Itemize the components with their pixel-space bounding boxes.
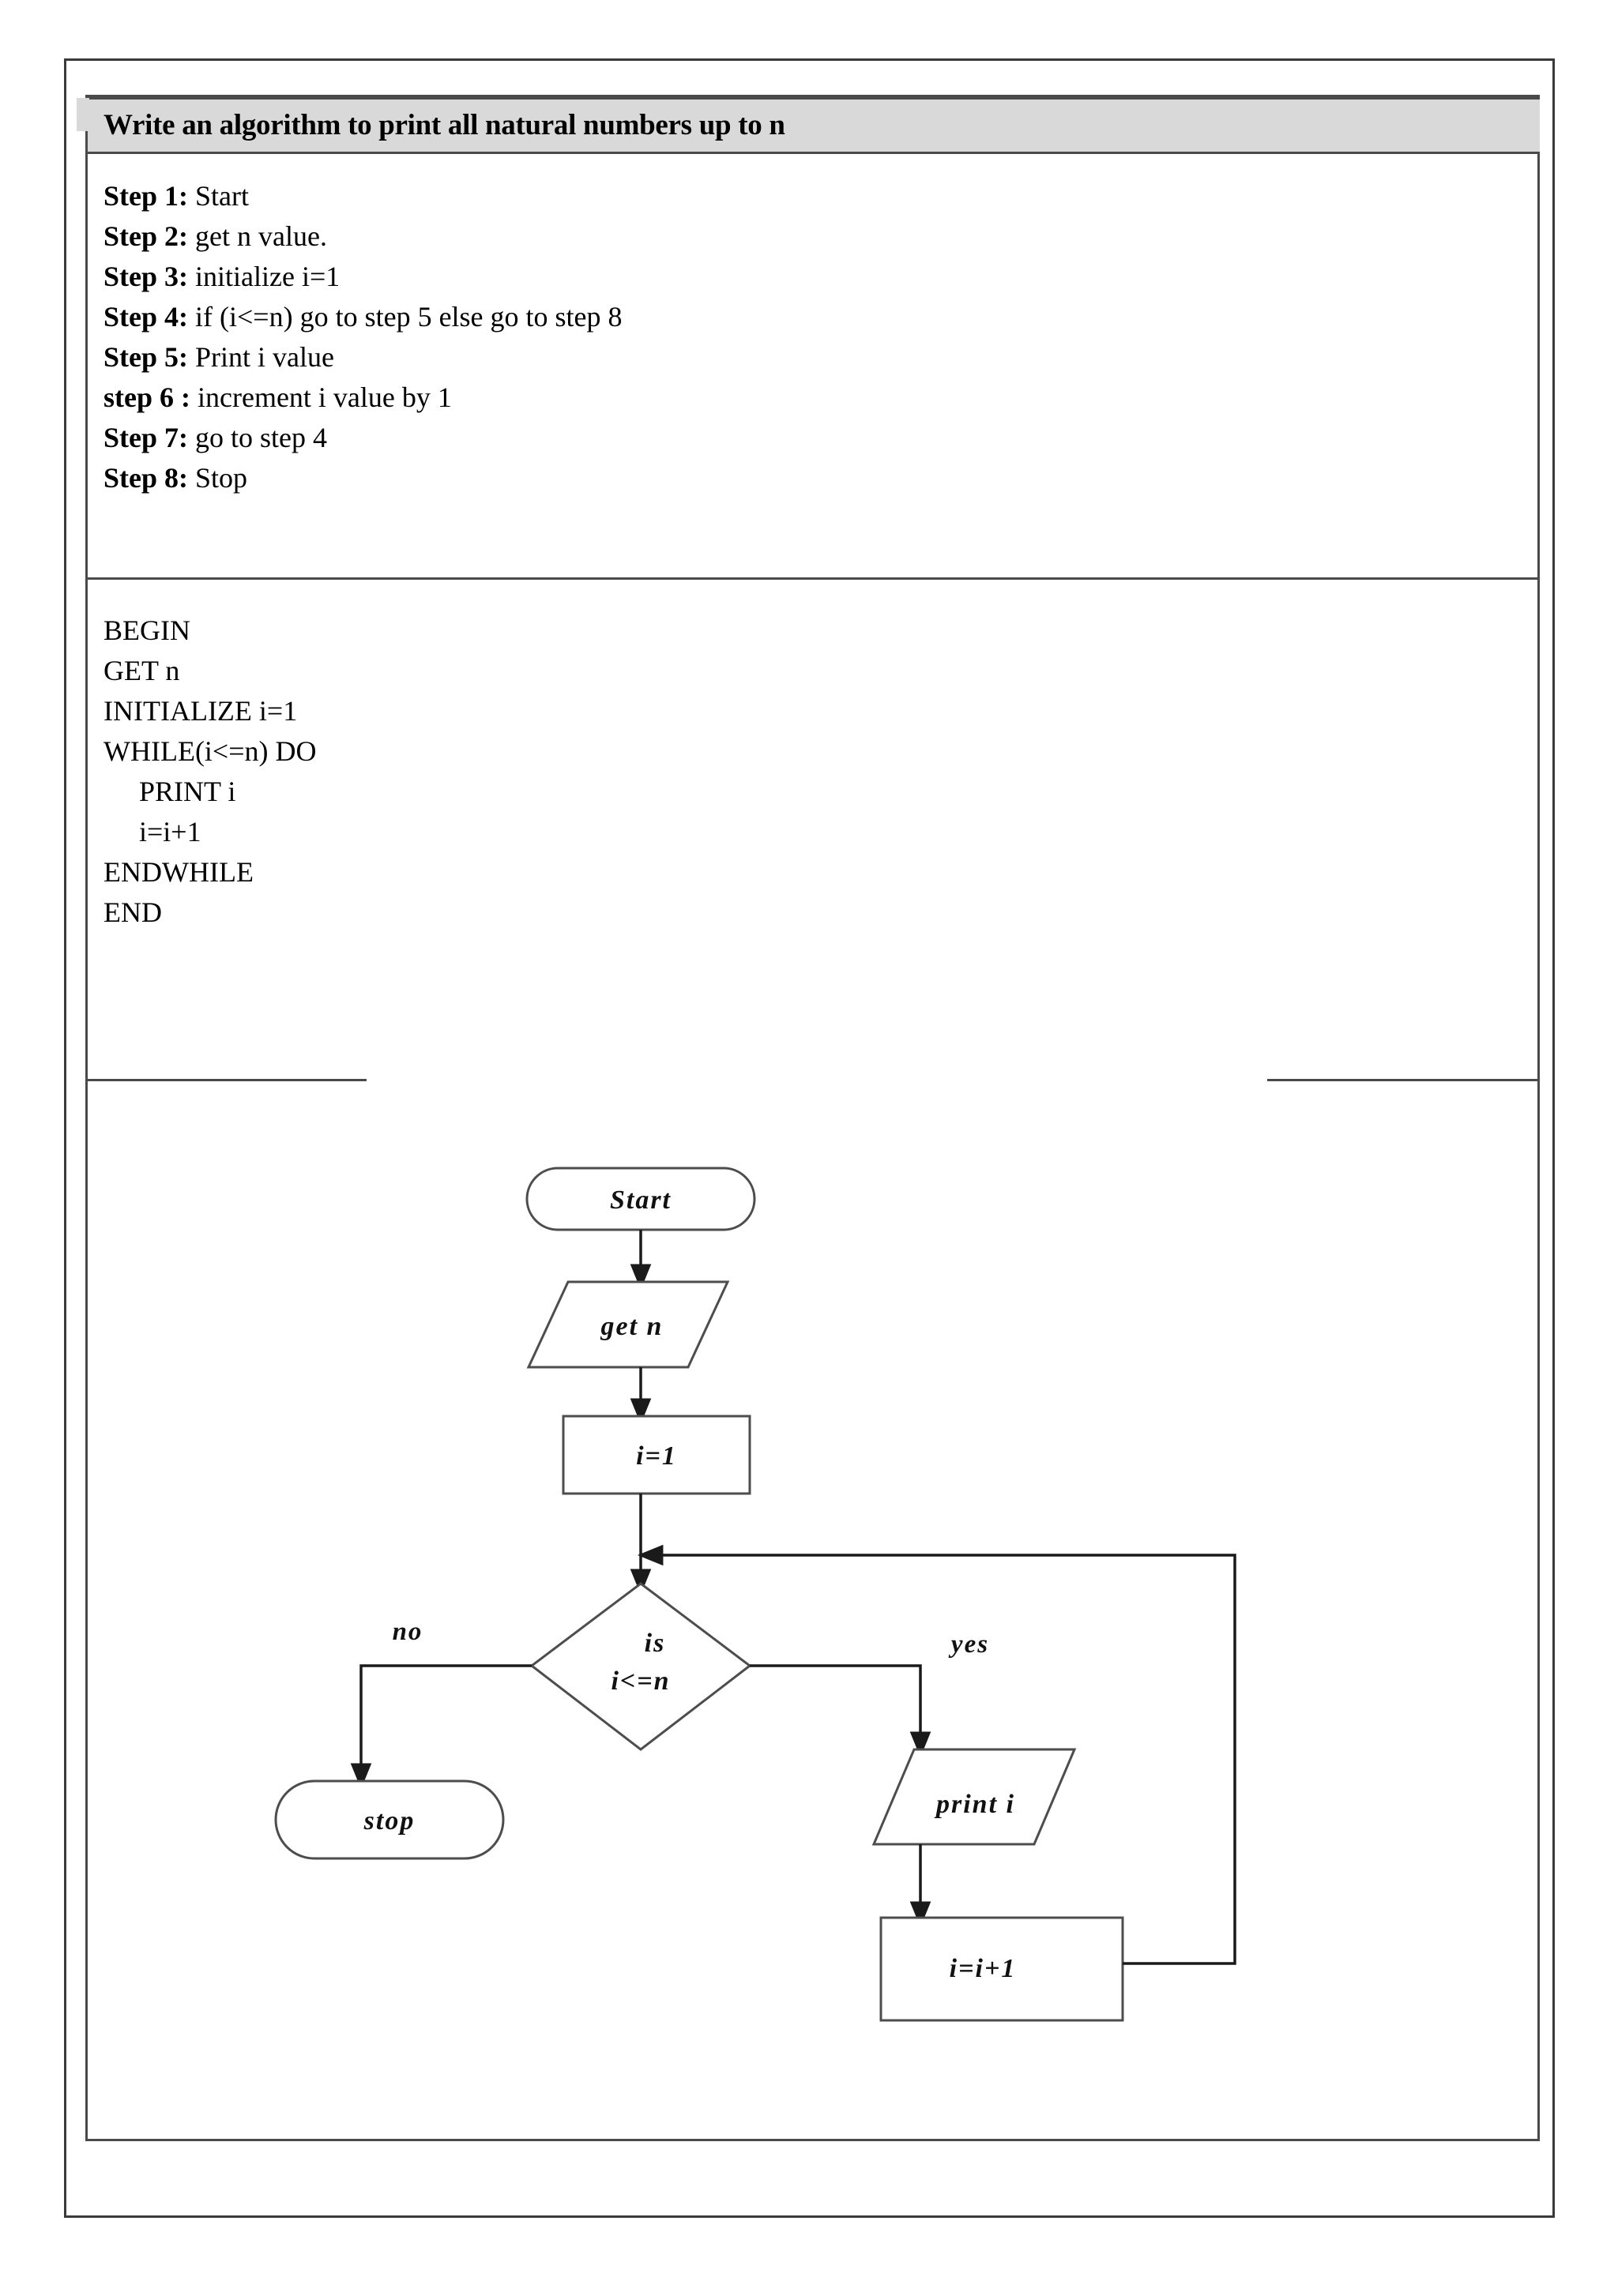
- section-divider: [88, 577, 1540, 580]
- edge-loop-back: [637, 1544, 1236, 1965]
- step-text: if (i<=n) go to step 5 else go to step 8: [195, 301, 623, 333]
- step-text: Start: [195, 180, 249, 212]
- edge-label-no: no: [393, 1618, 423, 1646]
- flow-node-increment: i=i+1: [879, 1916, 1124, 2022]
- code-line: END: [103, 896, 162, 928]
- flow-node-init-label: i=1: [636, 1441, 677, 1471]
- flow-node-decision-label-line2: i<=n: [611, 1667, 670, 1696]
- code-line: PRINT i: [103, 776, 236, 807]
- step-text: Stop: [195, 462, 248, 494]
- flow-node-decision: is i<=n: [529, 1582, 752, 1751]
- list-item: step 6 : increment i value by 1: [103, 378, 1447, 418]
- content-table: Write an algorithm to print all natural …: [77, 95, 1540, 2141]
- flow-node-decision-label-line1: is: [645, 1629, 666, 1658]
- flow-node-init: i=1: [562, 1415, 751, 1495]
- step-label: Step 7:: [103, 422, 188, 453]
- edge-decision-yes: [750, 1664, 931, 1758]
- code-line: WHILE(i<=n) DO: [103, 735, 317, 767]
- flow-node-start-label: Start: [610, 1186, 672, 1215]
- section-divider-left: [88, 1079, 367, 1081]
- step-label: Step 4:: [103, 301, 188, 333]
- list-item: Step 7: go to step 4: [103, 418, 1447, 458]
- flow-node-get-n-label: get n: [600, 1312, 664, 1341]
- pseudocode-block: BEGIN GET n INITIALIZE i=1 WHILE(i<=n) D…: [103, 611, 317, 933]
- code-line: INITIALIZE i=1: [103, 695, 298, 727]
- code-line: BEGIN: [103, 614, 190, 646]
- flow-node-print-i-label: print i: [934, 1790, 1015, 1819]
- step-text: go to step 4: [195, 422, 327, 453]
- step-label: Step 1:: [103, 180, 188, 212]
- page-title: Write an algorithm to print all natural …: [103, 109, 785, 141]
- code-line: i=i+1: [103, 816, 201, 847]
- step-label: Step 5:: [103, 341, 188, 373]
- edge-label-yes: yes: [948, 1630, 989, 1659]
- title-bar: Write an algorithm to print all natural …: [77, 97, 1540, 154]
- code-line: ENDWHILE: [103, 856, 254, 888]
- step-text: get n value.: [195, 220, 327, 252]
- list-item: Step 1: Start: [103, 176, 1447, 216]
- list-item: Step 3: initialize i=1: [103, 257, 1447, 297]
- document-page: Write an algorithm to print all natural …: [64, 58, 1555, 2218]
- code-line: GET n: [103, 655, 180, 686]
- step-label: Step 2:: [103, 220, 188, 252]
- flow-node-increment-label: i=i+1: [950, 1954, 1017, 1983]
- step-label: Step 3:: [103, 261, 188, 292]
- flow-node-start: Start: [525, 1167, 756, 1231]
- section-divider-right: [1267, 1079, 1540, 1081]
- flow-node-stop-label: stop: [363, 1806, 416, 1836]
- title-bar-tab: [77, 98, 89, 131]
- flow-node-get-n: get n: [526, 1280, 730, 1369]
- list-item: Step 8: Stop: [103, 458, 1447, 498]
- list-item: Step 5: Print i value: [103, 337, 1447, 378]
- algorithm-steps-list: Step 1: Start Step 2: get n value. Step …: [103, 176, 1447, 498]
- list-item: Step 2: get n value.: [103, 216, 1447, 257]
- step-text: Print i value: [195, 341, 334, 373]
- step-text: increment i value by 1: [198, 381, 452, 413]
- step-label: step 6 :: [103, 381, 190, 413]
- step-text: initialize i=1: [195, 261, 341, 292]
- flow-node-print-i: print i: [871, 1748, 1077, 1846]
- list-item: Step 4: if (i<=n) go to step 5 else go t…: [103, 297, 1447, 337]
- flowchart-diagram: Start get n i=1: [88, 1081, 1540, 2141]
- edge-decision-no: [350, 1664, 532, 1790]
- flow-node-stop: stop: [274, 1779, 505, 1860]
- step-label: Step 8:: [103, 462, 188, 494]
